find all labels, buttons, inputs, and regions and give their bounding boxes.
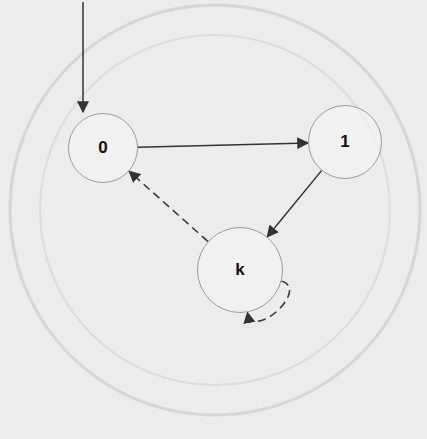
seal-ring (10, 5, 420, 415)
transition-arrow (129, 171, 208, 241)
state-label: k (235, 260, 244, 280)
state-label: 1 (340, 132, 349, 152)
state-label: 0 (98, 138, 107, 158)
state-circle: 1 (308, 105, 382, 179)
initial-arrow (82, 2, 84, 112)
transition-arrow (267, 171, 321, 237)
seal-ring (40, 35, 390, 385)
transition-arrow (138, 143, 308, 147)
state-circle: k (197, 227, 283, 313)
state-circle: 0 (68, 113, 138, 183)
